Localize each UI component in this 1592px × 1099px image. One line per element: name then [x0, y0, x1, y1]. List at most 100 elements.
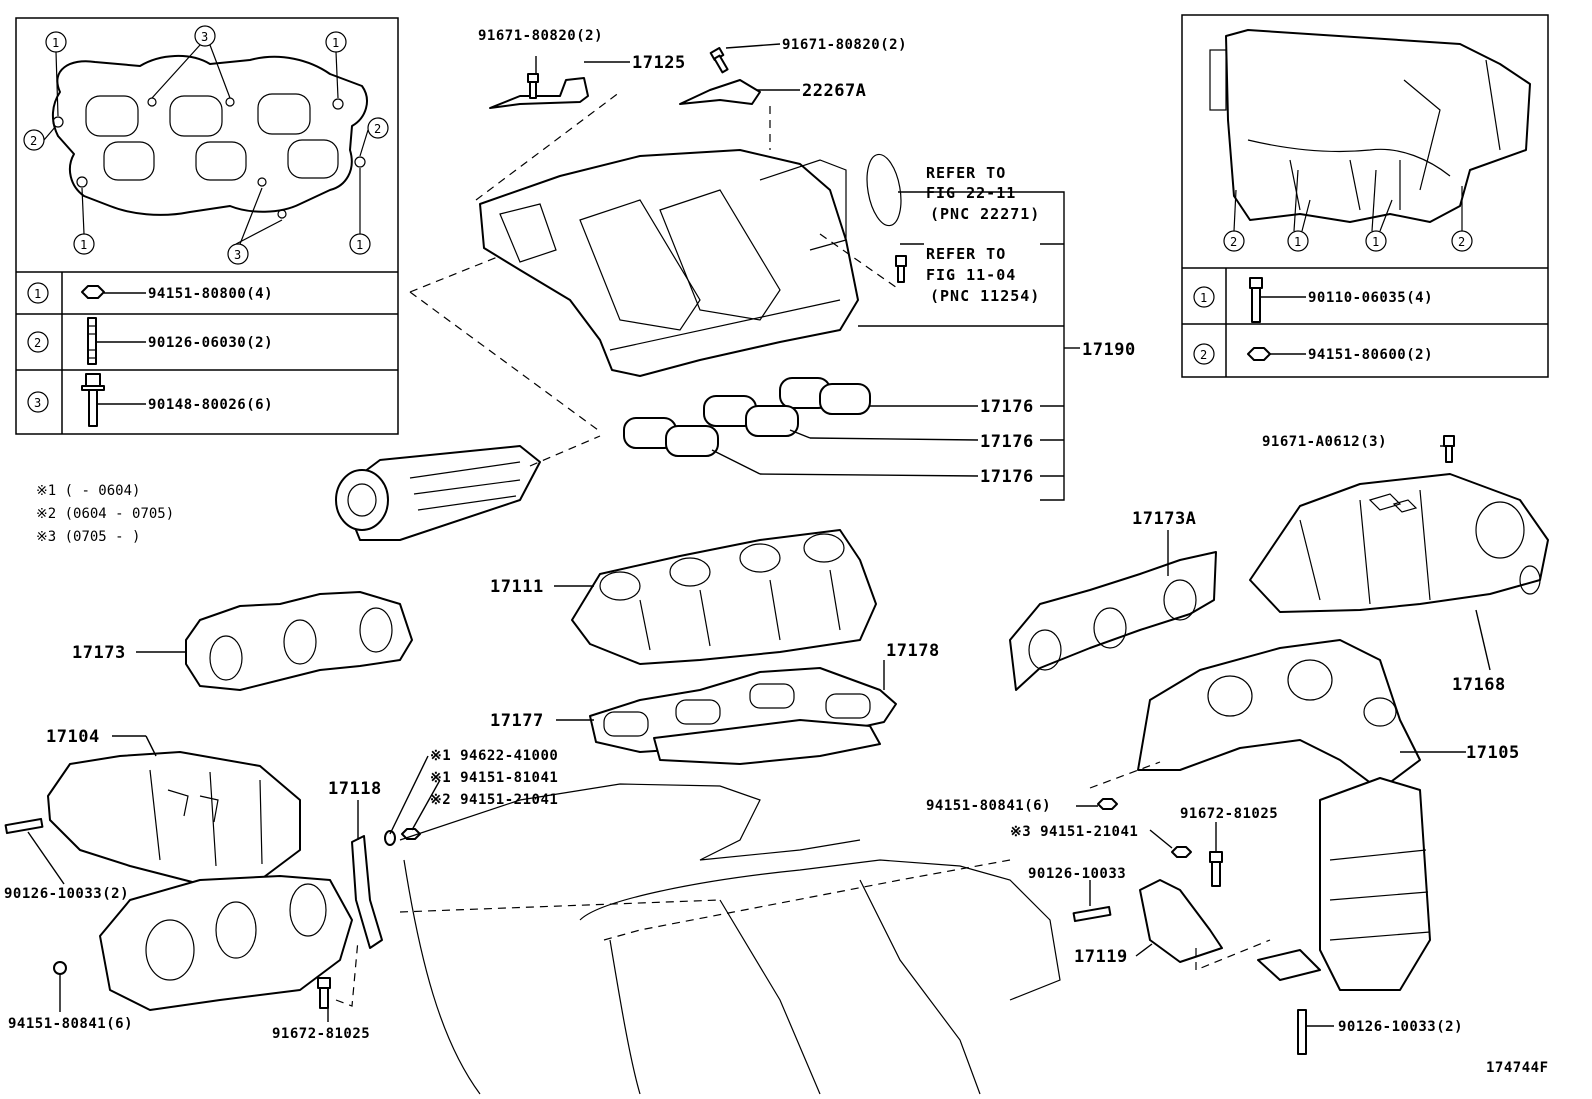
legend-left-key-1: 1: [34, 287, 41, 301]
heat-insulator-left: [99, 875, 353, 1011]
bolt-icon: [1443, 435, 1455, 463]
legend-left-part-1: 94151-80800(4): [148, 286, 273, 302]
intake-duct-piece: [335, 445, 541, 541]
refer-b-line2: FIG 11-04: [926, 266, 1016, 284]
gasket-17176-upper: [779, 377, 871, 415]
refer-a-line3: (PNC 22271): [930, 205, 1040, 223]
callout-1: 1: [52, 36, 59, 50]
label-17177: 17177: [490, 711, 544, 731]
bracket-22267a: [679, 79, 761, 105]
label-17176-upper: 17176: [980, 397, 1034, 417]
callout-1: 1: [332, 36, 339, 50]
nut-icon: [401, 828, 421, 840]
nut-icon: [81, 285, 105, 299]
nut-icon: [1247, 347, 1271, 361]
label-91671-80820-b: 91671-80820(2): [782, 37, 907, 53]
label-17176-lower: 17176: [980, 467, 1034, 487]
figure-id: 174744F: [1486, 1060, 1549, 1076]
callout-2: 2: [374, 122, 381, 136]
label-17118: 17118: [328, 779, 382, 799]
stud-icon: [4, 817, 44, 835]
throttle-body-gasket: [866, 153, 902, 227]
bolt-icon: [527, 73, 539, 99]
label-94622-41000: ※1 94622-41000: [430, 748, 558, 764]
callout-3: 3: [234, 248, 241, 262]
intake-manifold-body: [479, 149, 859, 377]
label-91671-80820-a: 91671-80820(2): [478, 28, 603, 44]
label-22267a: 22267A: [802, 81, 866, 101]
label-91672-81025-left: 91672-81025: [272, 1026, 370, 1042]
bracket-17118: [351, 835, 383, 949]
legend-left-part-2: 90126-06030(2): [148, 335, 273, 351]
bolt-icon: [1209, 851, 1223, 887]
exhaust-gasket-17173a: [1009, 551, 1217, 691]
legend-right-part-1: 90110-06035(4): [1308, 290, 1433, 306]
label-17105: 17105: [1466, 743, 1520, 763]
refer-b-line3: (PNC 11254): [930, 287, 1040, 305]
refer-b-line1: REFER TO: [926, 245, 1006, 263]
callout-2: 2: [1230, 235, 1237, 249]
legend-right-key-1: 1: [1200, 291, 1207, 305]
leader-lines: [27, 43, 1491, 1027]
callout-1: 1: [80, 238, 87, 252]
note-3: ※3 (0705 - ): [36, 529, 140, 545]
label-17119: 17119: [1074, 947, 1128, 967]
label-90126-10033-right: 90126-10033(2): [1338, 1019, 1463, 1035]
label-94151-21041-right: ※3 94151-21041: [1010, 824, 1138, 840]
legend-box-right: 2 1 1 2 1 2 90110-06035(4) 94151-80600(2…: [1181, 14, 1549, 378]
heat-insulator-17168: [1249, 473, 1549, 613]
legend-left-part-3: 90148-80026(6): [148, 397, 273, 413]
legend-box-left: 1 1 3 2 2 1 1 3 1 2 3: [15, 17, 399, 435]
legend-right-part-2: 94151-80600(2): [1308, 347, 1433, 363]
gasket-bolt-pattern-illustration: [52, 54, 368, 219]
label-17190: 17190: [1082, 340, 1136, 360]
callouts-right-diagram: 2 1 1 2: [1223, 169, 1473, 252]
label-17104: 17104: [46, 727, 100, 747]
label-17173: 17173: [72, 643, 126, 663]
label-17178: 17178: [886, 641, 940, 661]
intake-plenum-illustration: [1209, 29, 1531, 223]
label-17125: 17125: [632, 53, 686, 73]
stud-icon: [1297, 1009, 1307, 1055]
washer-icon: [384, 830, 396, 846]
exhaust-gasket-17173: [185, 591, 413, 691]
label-94151-81041: ※1 94151-81041: [430, 770, 558, 786]
label-94151-80841-right: 94151-80841(6): [926, 798, 1051, 814]
nut-icon: [1171, 846, 1192, 858]
label-91671-a0612: 91671-A0612(3): [1262, 434, 1387, 450]
stud-bolt-icon: [87, 317, 97, 365]
legend-right-key-2: 2: [1200, 348, 1207, 362]
label-17168: 17168: [1452, 675, 1506, 695]
legend-left-key-3: 3: [34, 396, 41, 410]
label-90126-10033-mid: 90126-10033: [1028, 866, 1126, 882]
bracket-17119: [1139, 879, 1223, 963]
label-94151-21041: ※2 94151-21041: [430, 792, 558, 808]
callout-3: 3: [201, 30, 208, 44]
engine-block-outline: [399, 783, 1061, 1095]
gasket-17177-17178: [589, 667, 897, 765]
bracket-17125: [489, 77, 589, 109]
nut-icon: [53, 961, 67, 975]
fitting-icon: [895, 255, 907, 283]
callout-1: 1: [356, 238, 363, 252]
callout-2: 2: [1458, 235, 1465, 249]
label-17111: 17111: [490, 577, 544, 597]
nut-icon: [1097, 798, 1118, 810]
catalytic-converter-left-17104: [47, 751, 301, 885]
part-number-labels: 91671-80820(2) 91671-80820(2) 17125 2226…: [4, 28, 1549, 1076]
note-1: ※1 ( - 0604): [36, 483, 140, 499]
note-2: ※2 (0604 - 0705): [36, 506, 174, 522]
stud-icon: [1072, 905, 1112, 923]
intake-manifold-17111: [571, 529, 877, 665]
refer-a-line1: REFER TO: [926, 164, 1006, 182]
gasket-17176-lower: [623, 417, 719, 457]
bolt-icon: [317, 977, 331, 1009]
gasket-17176-middle: [703, 395, 799, 437]
callouts-left-diagram: 1 1 3 2 2 1 1 3: [23, 25, 389, 265]
label-17176-middle: 17176: [980, 432, 1034, 452]
production-date-notes: ※1 ( - 0604) ※2 (0604 - 0705) ※3 (0705 -…: [36, 483, 174, 545]
catalytic-converter-right: [1257, 777, 1431, 991]
callout-1: 1: [1372, 235, 1379, 249]
label-91672-81025-right: 91672-81025: [1180, 806, 1278, 822]
label-94151-80841-left: 94151-80841(6): [8, 1016, 133, 1032]
